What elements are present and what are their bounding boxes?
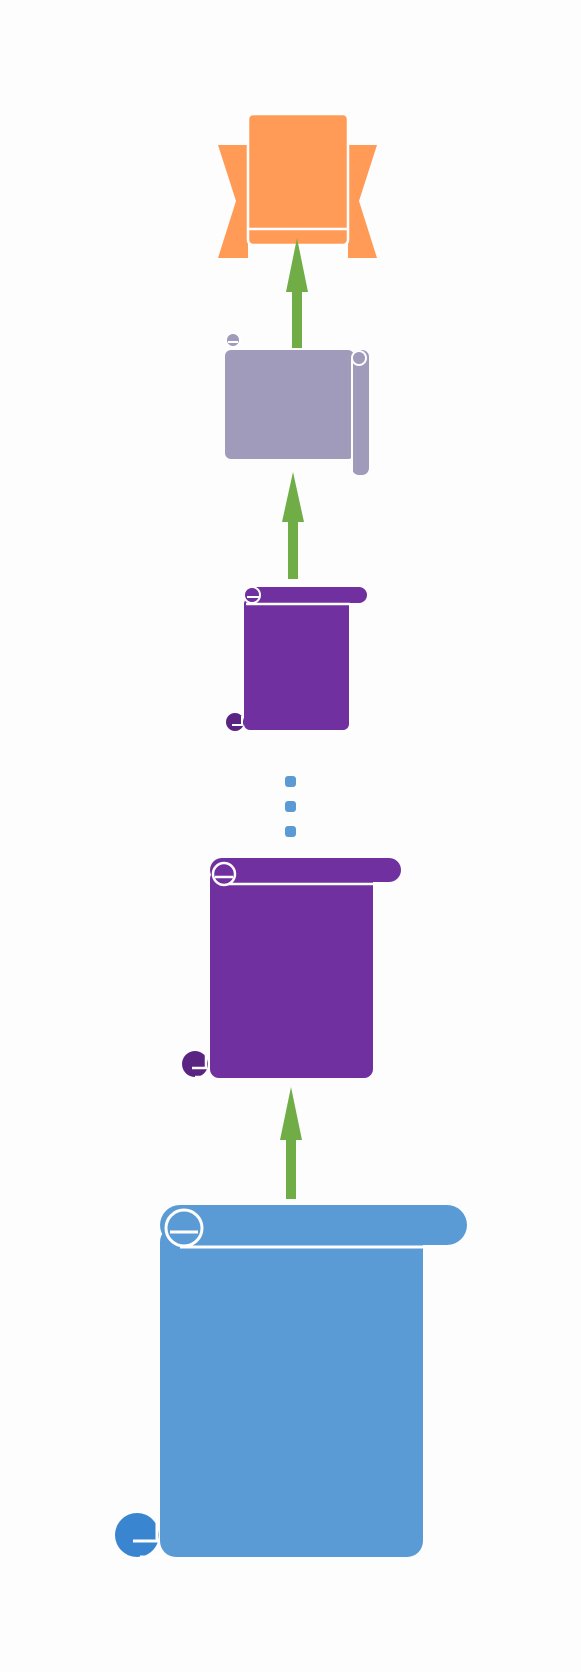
ellipsis-dot-2 [285, 801, 296, 812]
connector-arrow-1 [286, 238, 308, 348]
arrow-2-head [282, 472, 304, 522]
small-purple-top-curl [243, 586, 261, 604]
ellipsis-dot-1 [285, 776, 296, 787]
vertical-ellipsis [285, 776, 296, 837]
vertical-scroll-purple-large [182, 858, 401, 1079]
gray-scroll-right-curl [351, 350, 367, 366]
vertical-scroll-purple-small [226, 586, 367, 731]
large-purple-bottom-curl-line [192, 1055, 208, 1070]
arrow-2-shaft [288, 520, 298, 579]
small-purple-body [244, 598, 349, 730]
blue-body [160, 1226, 423, 1557]
blue-bottom-curl [115, 1513, 159, 1557]
vertical-scroll-blue [115, 1205, 467, 1559]
blue-top-curl [164, 1208, 204, 1248]
small-purple-bottom-curl-line [232, 716, 243, 726]
ellipsis-dot-3 [285, 826, 296, 837]
horizontal-scroll-gray [225, 332, 369, 475]
connector-arrow-3 [280, 1087, 302, 1199]
large-purple-body [210, 870, 373, 1078]
arrow-3-shaft [286, 1138, 296, 1199]
gray-scroll-body [225, 350, 354, 459]
arrow-1-shaft [292, 290, 302, 348]
blue-bottom-curl-line [133, 1520, 159, 1543]
banner-right-tail [348, 145, 377, 258]
gray-scroll-top-curl [225, 332, 241, 348]
gray-scroll-right-roll [352, 350, 369, 475]
banner-ribbon-shape [218, 112, 377, 258]
arrow-3-head [280, 1087, 302, 1140]
large-purple-bottom-curl [182, 1051, 208, 1077]
large-purple-top-curl [211, 861, 237, 887]
banner-main-panel [246, 112, 350, 247]
connector-arrow-2 [282, 472, 304, 579]
arrow-1-head [286, 238, 308, 292]
small-purple-bottom-curl [226, 713, 244, 731]
banner-left-tail [218, 145, 248, 258]
